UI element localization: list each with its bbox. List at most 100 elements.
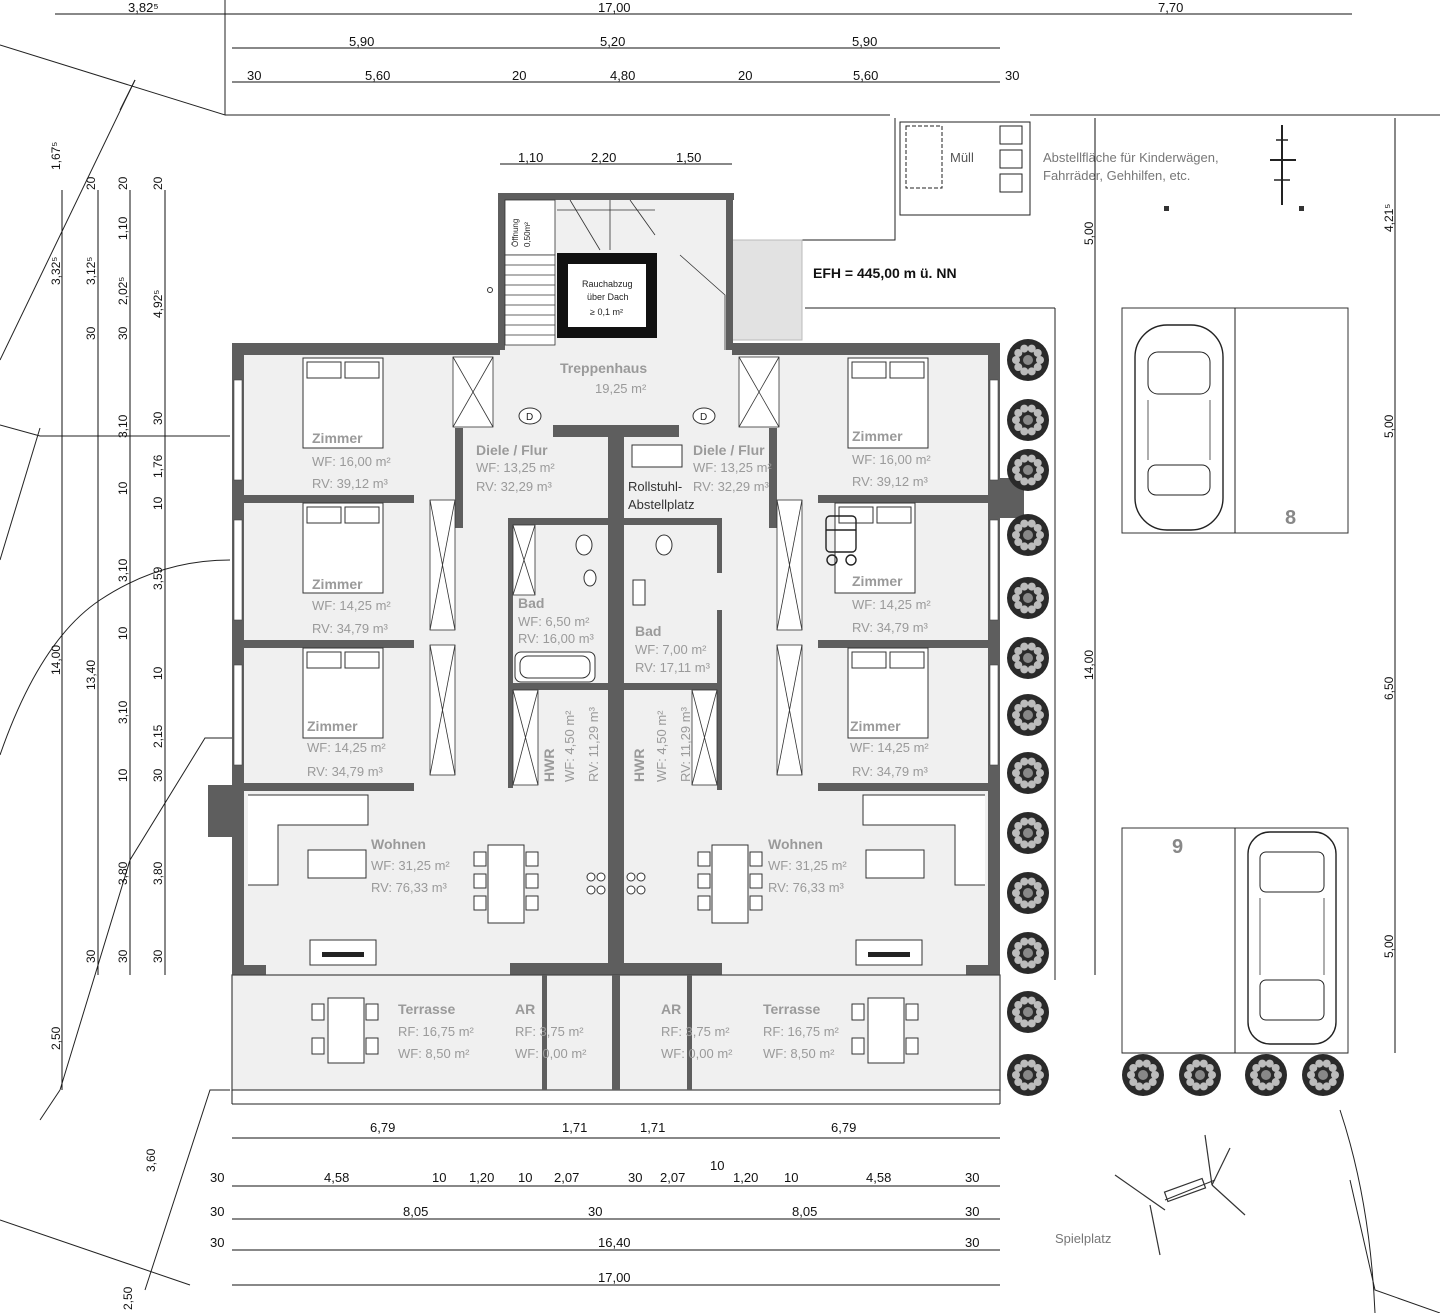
room-rv: RV: 32,29 m³	[476, 479, 553, 494]
room-wf: WF: 0,00 m²	[515, 1046, 587, 1061]
dim-right: 6,50	[1382, 676, 1396, 700]
tree-icon	[1007, 812, 1049, 854]
tree-icon	[1007, 339, 1049, 381]
spielplatz-label: Spielplatz	[1055, 1231, 1111, 1246]
tree-icon	[1007, 449, 1049, 491]
dim-left: 4,92⁵	[151, 290, 165, 318]
dim-left: 10	[116, 481, 130, 495]
rollstuhl-label-1: Rollstuhl-	[628, 479, 682, 494]
dim-bottom: 4,58	[324, 1170, 349, 1185]
muell-label: Müll	[950, 150, 974, 165]
room-name: Zimmer	[312, 576, 363, 592]
dim-right: 14,00	[1082, 650, 1096, 680]
dim-right: 5,00	[1382, 934, 1396, 958]
tree-icon	[1245, 1054, 1287, 1096]
dim-left: 10	[151, 666, 165, 680]
dim-left: 30	[84, 949, 98, 963]
room-wf: WF: 31,25 m²	[768, 858, 847, 873]
room-rv: RV: 76,33 m³	[371, 880, 448, 895]
room-rv: RV: 32,29 m³	[693, 479, 770, 494]
dim-top: 4,80	[610, 68, 635, 83]
room-name: HWR	[631, 749, 647, 782]
dim-left: 20	[116, 176, 130, 190]
playground-icon	[1114, 1134, 1246, 1256]
room-name: Wohnen	[371, 836, 426, 852]
dim-left: 3,60	[144, 1148, 158, 1172]
room-name: Wohnen	[768, 836, 823, 852]
room-name: Diele / Flur	[693, 442, 765, 458]
oeffnung-label-1: Öffnung	[511, 219, 520, 247]
dim-right: 5,00	[1382, 414, 1396, 438]
tree-icon	[1007, 637, 1049, 679]
dim-top: 5,60	[365, 68, 390, 83]
dim-left: 2,02⁵	[116, 277, 130, 305]
oeffnung-label-2: 0,50m²	[523, 222, 532, 247]
room-rf: RF: 3,75 m²	[661, 1024, 730, 1039]
dim-bottom: 1,20	[469, 1170, 494, 1185]
room-wf: WF: 14,25 m²	[852, 597, 931, 612]
room-rv: RV: 34,79 m³	[312, 621, 389, 636]
room-labels: Treppenhaus 19,25 m² Zimmer WF: 16,00 m²…	[307, 360, 931, 1061]
dim-top: 5,90	[349, 34, 374, 49]
dim-left: 30	[84, 326, 98, 340]
dim-left: 30	[116, 949, 130, 963]
room-wf: WF: 0,00 m²	[661, 1046, 733, 1061]
dim-left: 3,80	[116, 861, 130, 885]
dim-right: 5,00	[1082, 221, 1096, 245]
dim-left: 3,10	[116, 558, 130, 582]
dim-left: 1,10	[116, 216, 130, 240]
room-name: Zimmer	[852, 573, 903, 589]
room-name: Treppenhaus	[560, 360, 647, 376]
dim-bottom: 6,79	[831, 1120, 856, 1135]
dim-right: 4,21⁵	[1382, 204, 1396, 232]
tree-icon	[1122, 1054, 1164, 1096]
door-icon: D D	[518, 407, 716, 425]
dim-left: 3,80	[151, 861, 165, 885]
tree-icon	[1007, 1054, 1049, 1096]
dim-left: 3,10	[116, 414, 130, 438]
tree-icon	[1302, 1054, 1344, 1096]
dim-bottom: 1,71	[640, 1120, 665, 1135]
dim-bottom: 17,00	[598, 1270, 631, 1285]
room-wf: WF: 16,00 m²	[852, 452, 931, 467]
room-rv: RV: 34,79 m³	[307, 764, 384, 779]
room-name: Zimmer	[852, 428, 903, 444]
dim-left: 30	[116, 326, 130, 340]
dim-top: 7,70	[1158, 0, 1183, 15]
room-wf: WF: 14,25 m²	[850, 740, 929, 755]
dim-bottom: 30	[965, 1170, 979, 1185]
car-icon	[1247, 831, 1337, 1045]
tree-icon	[1007, 399, 1049, 441]
dim-left: 20	[151, 176, 165, 190]
dim-top: 5,90	[852, 34, 877, 49]
tree-icons	[1007, 339, 1344, 1096]
rollstuhl-label-2: Abstellplatz	[628, 497, 694, 512]
dim-left: 30	[151, 768, 165, 782]
dim-bottom: 30	[628, 1170, 642, 1185]
dim-bottom: 10	[518, 1170, 532, 1185]
building: Öffnung 0,50m² Rauchabzug über Dach ≥ 0,…	[208, 193, 1024, 1105]
svg-text:D: D	[700, 412, 707, 423]
room-rv: RV: 34,79 m³	[852, 764, 929, 779]
abstell-label-1: Abstellfläche für Kinderwägen,	[1043, 150, 1219, 165]
dim-left: 14,00	[49, 645, 63, 675]
dim-bottom: 2,07	[660, 1170, 685, 1185]
wheelchair-icon	[825, 515, 857, 566]
rauch-label-1: Rauchabzug	[582, 279, 633, 289]
room-rv: RV: 17,11 m³	[635, 660, 711, 675]
dim-top: 30	[1005, 68, 1019, 83]
dim-bottom: 10	[432, 1170, 446, 1185]
room-rv: RV: 39,12 m³	[852, 474, 929, 489]
room-name: Bad	[518, 595, 544, 611]
dim-left: 30	[151, 411, 165, 425]
dim-bottom: 30	[965, 1204, 979, 1219]
dim-bottom: 4,58	[866, 1170, 891, 1185]
dimension-texts: 3,82⁵ 17,00 7,70 5,90 5,20 5,90 30 5,60 …	[49, 0, 1396, 1310]
room-name: Diele / Flur	[476, 442, 548, 458]
staircase	[504, 199, 726, 350]
dim-top: 17,00	[598, 0, 631, 15]
rauch-label-2: über Dach	[587, 292, 629, 302]
room-wf: WF: 14,25 m²	[307, 740, 386, 755]
